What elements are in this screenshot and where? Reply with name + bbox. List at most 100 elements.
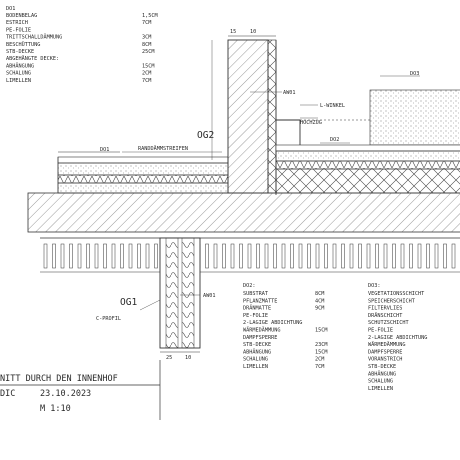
d01-layer-name: BESCHÜTTUNG: [6, 41, 40, 48]
d01-layer-name: PE-FOLIE: [6, 27, 31, 33]
d03-layer-name: SCHALUNG: [368, 379, 393, 385]
d03-layer-name: DAMPFSPERRE: [368, 349, 402, 355]
d02-layer-name: PFLANZMATTE: [243, 298, 277, 304]
d02-layer-value: 15CM: [315, 328, 328, 334]
label-hochzug: HOCHZUG: [300, 120, 322, 126]
lamella: [230, 243, 235, 269]
d03-layer-name: STB-DECKE: [368, 364, 396, 370]
d01-layer-name: TRITTSCHALLDÄMMUNG: [6, 34, 62, 41]
lamella: [77, 243, 82, 269]
label-aw01-bottom: AW01: [203, 293, 216, 299]
dim-10-bottom: 10: [185, 355, 191, 361]
d02-layer-value: 23CM: [315, 342, 328, 348]
lamella: [256, 243, 260, 269]
d01-layer-value: 3CM: [142, 35, 151, 41]
lamella: [426, 243, 430, 269]
dimensions: 15 10 25 10: [160, 29, 276, 361]
d02-layer-name: SCHALUNG: [243, 357, 268, 363]
lamella: [332, 243, 337, 269]
lamella: [273, 243, 277, 269]
d01-layer-name: ESTRICH: [6, 20, 28, 26]
d01-layer-value: 25CM: [142, 49, 155, 55]
lamella: [137, 243, 141, 269]
d02-heading: DO2:: [243, 283, 256, 289]
lamella: [451, 243, 456, 269]
drawing-scale: M 1:10: [40, 404, 71, 414]
lamella: [222, 243, 226, 269]
lamella: [103, 243, 107, 269]
lamella: [60, 243, 65, 269]
d01-layer-name: STB-DECKE: [6, 49, 34, 55]
d02-layer-name: SUBSTRAT: [243, 291, 268, 297]
upper-wall: [227, 39, 277, 195]
lamella: [341, 243, 345, 269]
lamella: [307, 243, 311, 269]
d02-layer-value: 4CM: [315, 298, 324, 304]
lamella: [239, 243, 243, 269]
lamella: [43, 243, 48, 269]
lamella: [392, 243, 396, 269]
lamella: [247, 243, 252, 269]
d01-layer-value: 15CM: [142, 63, 155, 69]
d01-layer-name: ABHÄNGUNG: [6, 62, 34, 69]
lamella: [52, 243, 56, 269]
lamella: [366, 243, 371, 269]
lamella: [349, 243, 354, 269]
lamella: [86, 243, 90, 269]
lower-wall: [159, 237, 201, 349]
d01-layer-value: 2CM: [142, 71, 151, 77]
lamella: [264, 243, 269, 269]
d03-layer-name: ABHÄNGUNG: [368, 370, 396, 377]
d03-layer-name: LIMELLEN: [368, 386, 393, 392]
lamella: [375, 243, 379, 269]
d01-layer-value: 7CM: [142, 20, 151, 26]
lamella: [358, 243, 362, 269]
label-l-winkel: L-WINKEL: [320, 103, 345, 109]
label-c-profil: C-PROFIL: [96, 316, 121, 322]
d02-layer-value: 2CM: [315, 357, 324, 363]
d02-layer-name: WÄRMEDÄMMUNG: [243, 327, 280, 334]
lamella: [400, 243, 405, 269]
d02-layer-value: 7CM: [315, 364, 324, 370]
lamella: [298, 243, 303, 269]
roof-buildup-right: [275, 89, 460, 194]
label-aw01-top: AW01: [283, 90, 296, 96]
label-do1: DO1: [100, 147, 109, 153]
lamella: [69, 243, 73, 269]
dim-25-bottom: 25: [166, 355, 172, 361]
d02-layer-value: 15CM: [315, 349, 328, 355]
d01-layer-value: 8CM: [142, 42, 151, 48]
lamella: [434, 243, 439, 269]
callouts: DO1 RANDDÄMMSTREIFEN OG2 AW01 L-WINKEL H…: [96, 71, 419, 322]
lamella: [94, 243, 99, 269]
d03-layer-name: VEGETATIONSSCHICHT: [368, 291, 424, 297]
lamella: [213, 243, 218, 269]
drawing-title: NITT DURCH DEN INNENHOF: [0, 374, 118, 384]
lamella: [120, 243, 124, 269]
lamella: [281, 243, 286, 269]
d02-layer-name: DAMPFSPERRE: [243, 335, 277, 341]
label-og1: OG1: [120, 297, 137, 308]
lamella: [145, 243, 150, 269]
lamella: [290, 243, 294, 269]
d01-layer-name: LIMELLEN: [6, 78, 31, 84]
concrete-slab: [27, 192, 460, 233]
title-block: NITT DURCH DEN INNENHOF DIC 23.10.2023 M…: [0, 360, 161, 420]
lamella: [383, 243, 388, 269]
d03-layer-name: SPEICHERSCHICHT: [368, 298, 415, 304]
leader-lines: [58, 75, 420, 311]
lamella: [409, 243, 413, 269]
d01-layer-name: ABGEHÄNGTE DECKE:: [6, 55, 59, 62]
d03-layer-list: DO3: VEGETATIONSSCHICHTSPEICHERSCHICHTFI…: [368, 283, 427, 392]
d02-layer-name: DRÄNMATTE: [243, 305, 271, 312]
d03-layer-name: VORANSTRICH: [368, 357, 402, 363]
label-do2: DO2: [330, 137, 339, 143]
d02-layer-value: 8CM: [315, 291, 324, 297]
d02-layer-name: ABHÄNGUNG: [243, 348, 271, 355]
lamella: [443, 243, 447, 269]
label-og2: OG2: [197, 130, 214, 141]
lamella: [128, 243, 133, 269]
d03-heading: DO3:: [368, 283, 381, 289]
